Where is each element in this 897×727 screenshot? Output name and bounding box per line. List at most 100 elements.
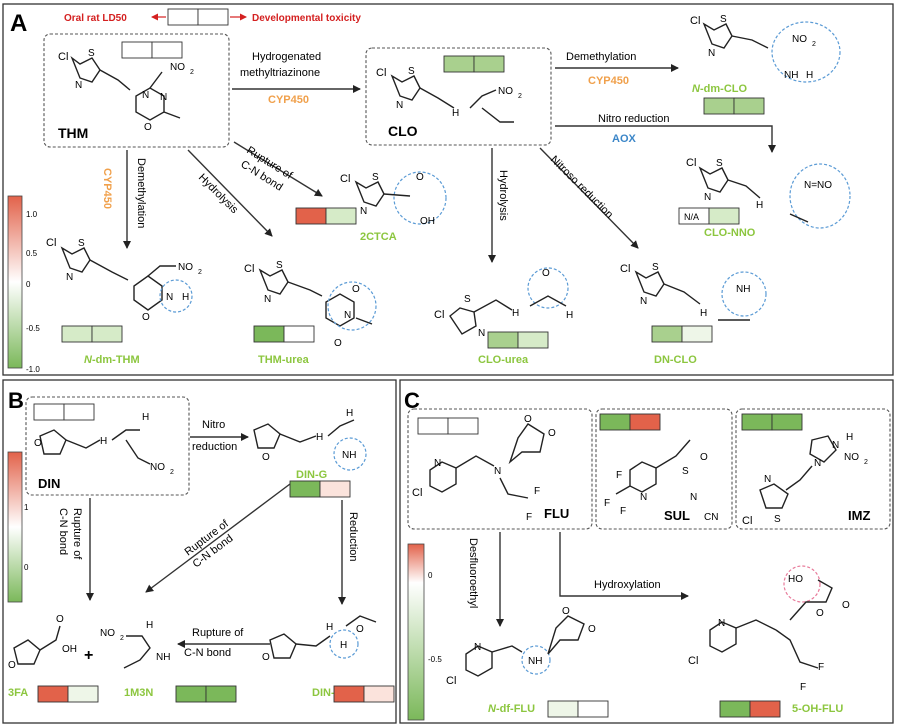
dinu-structure: O H H O: [262, 615, 377, 663]
svg-text:H: H: [100, 436, 107, 447]
reaction-hydrolysis-thm: Hydrolysis: [196, 172, 241, 217]
svg-text:N: N: [814, 458, 821, 469]
cbar-b-tick-1: 1: [24, 503, 29, 512]
reaction-demethylation-thm: Demethylation: [135, 158, 147, 228]
svg-text:H: H: [316, 432, 323, 443]
cbar-b-tick-2: 0: [24, 563, 29, 572]
arrow-thm-to-thmurea: [187, 149, 273, 237]
enzyme-cyp450-clo: CYP450: [588, 75, 629, 87]
svg-text:NH: NH: [156, 652, 170, 663]
svg-text:N: N: [690, 492, 697, 503]
svg-text:O: O: [262, 652, 270, 663]
svg-text:N: N: [832, 440, 839, 451]
svg-text:F: F: [818, 662, 824, 673]
svg-text:N: N: [264, 294, 271, 305]
dnclo-cell-ld50: [651, 325, 683, 343]
svg-text:O: O: [700, 452, 708, 463]
svg-text:O: O: [334, 338, 342, 349]
enzyme-cyp450-thm: CYP450: [101, 168, 113, 209]
svg-text:N: N: [718, 618, 725, 629]
svg-text:H: H: [700, 308, 707, 319]
5ohflu-structure: N Cl F F HO O O: [688, 565, 850, 693]
svg-text:N: N: [704, 192, 711, 203]
svg-text:OH: OH: [420, 216, 435, 227]
svg-text:2: 2: [198, 269, 202, 276]
cbar-c-tick-2: -0.5: [428, 655, 442, 664]
ding-cell-ld50: [289, 480, 321, 498]
svg-text:O: O: [548, 428, 556, 439]
svg-text:Cl: Cl: [690, 15, 700, 27]
flu-structure: N Cl N O O F F: [412, 414, 556, 523]
2ctca-cell-devtox: [325, 207, 357, 225]
reaction-rupture-b3-2: C-N bond: [184, 647, 231, 659]
svg-text:N: N: [764, 474, 771, 485]
ndfflu-prefix: N: [488, 703, 497, 715]
svg-text:S: S: [408, 66, 415, 77]
cbar-c-tick-1: 0: [428, 571, 433, 580]
5ohflu-label: 5-OH-FLU: [792, 703, 843, 715]
svg-text:N: N: [142, 90, 149, 101]
svg-text:Cl: Cl: [376, 67, 386, 79]
svg-text:N: N: [75, 80, 82, 91]
svg-text:O: O: [562, 606, 570, 617]
arrow-clo-to-dnclo: [539, 147, 639, 249]
svg-text:N: N: [434, 458, 441, 469]
svg-text:H: H: [340, 640, 347, 651]
thmurea-cell-devtox: [283, 325, 315, 343]
ndmthm-cell-ld50: [61, 325, 93, 343]
panel-b-border: [2, 379, 397, 724]
sul-label: SUL: [664, 508, 690, 523]
svg-text:NO: NO: [792, 34, 807, 45]
svg-text:2: 2: [170, 469, 174, 476]
ndmclo-label: -dm-CLO: [700, 83, 747, 95]
enzyme-cyp450-thm-clo: CYP450: [268, 94, 309, 106]
svg-text:S: S: [682, 466, 689, 477]
svg-text:S: S: [720, 14, 727, 25]
svg-text:F: F: [620, 506, 626, 517]
reaction-hydrogenated-2: methyltriazinone: [240, 67, 320, 79]
panel-c-colorbar: [407, 543, 425, 721]
svg-text:N: N: [166, 292, 173, 303]
svg-text:O: O: [588, 624, 596, 635]
ndmthm-prefix: N: [84, 354, 93, 366]
thmurea-structure: Cl S N O O N: [244, 260, 377, 349]
thm-label: THM: [58, 125, 88, 141]
panel-a-letter: A: [10, 10, 27, 37]
header-legend: Oral rat LD50 Developmental toxicity: [64, 8, 361, 26]
svg-text:O: O: [56, 614, 64, 625]
panel-c: C 0 -0.5 N Cl N O O F F FLU N: [399, 379, 894, 724]
arrow-clo-to-clonno: [555, 125, 776, 153]
clonno-structure: Cl S N H N=NO: [686, 157, 851, 229]
reaction-rupture-b-2: C-N bond: [57, 508, 69, 555]
1m3n-cell-devtox: [205, 685, 237, 703]
arrow-flu-to-5ohflu: [559, 532, 689, 600]
panel-a: A 1.0 0.5 0 -0.5 -1.0 Cl S N N O NO 2 N …: [2, 3, 894, 376]
imz-cell-ld50: [741, 413, 773, 431]
thmurea-cell-ld50: [253, 325, 285, 343]
legend-cell-left: [167, 8, 199, 26]
svg-text:N: N: [396, 100, 403, 111]
svg-text:H: H: [452, 108, 459, 119]
5ohflu-cell-ld50: [719, 700, 751, 718]
svg-text:S: S: [276, 260, 283, 271]
clo-cell-ld50: [443, 55, 475, 73]
svg-text:O: O: [142, 312, 150, 323]
ndmclo-cell-devtox: [733, 97, 765, 115]
svg-text:S: S: [372, 172, 379, 183]
clourea-label: CLO-urea: [478, 354, 529, 366]
reaction-reduction-b: Reduction: [347, 512, 359, 562]
din-box: [25, 396, 190, 496]
svg-text:NH: NH: [528, 656, 542, 667]
svg-text:NH: NH: [342, 450, 356, 461]
ndmthm-cell-devtox: [91, 325, 123, 343]
panel-b-colorbar: [7, 451, 23, 603]
svg-text:OH: OH: [62, 644, 77, 655]
reaction-rupture-b3-1: Rupture of: [192, 627, 244, 639]
svg-text:NO: NO: [498, 86, 513, 97]
dnclo-structure: Cl S N H NH: [620, 262, 767, 321]
sul-cell-ld50: [599, 413, 631, 431]
clourea-cell-ld50: [487, 331, 519, 349]
reaction-nitro-2: reduction: [192, 441, 237, 453]
panel-b: B 1 0 O H H NO 2 DIN Nitro reduction O: [2, 379, 397, 724]
clo-structure: Cl S N H NO 2: [376, 66, 522, 123]
